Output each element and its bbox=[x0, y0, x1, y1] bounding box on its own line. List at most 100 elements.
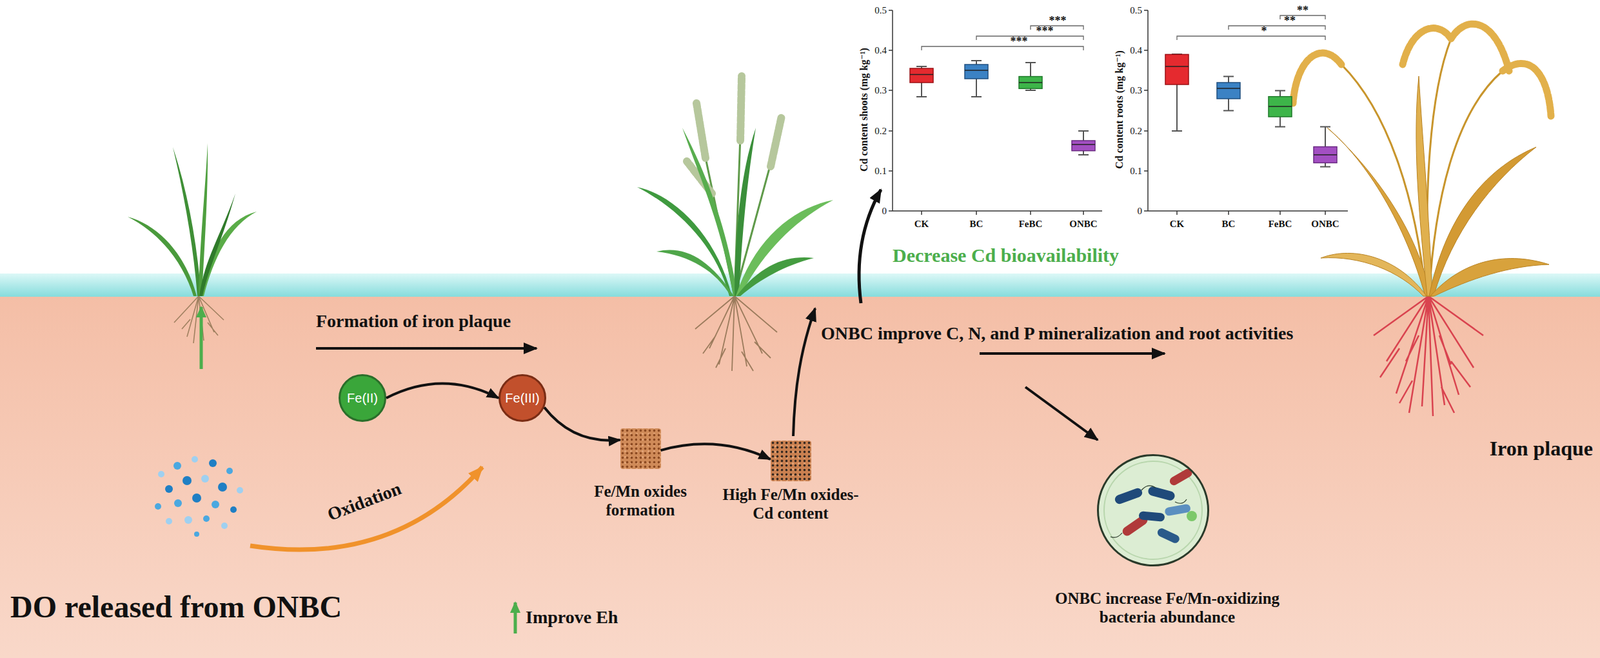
plant-leaf bbox=[735, 199, 834, 297]
oxygen-dot bbox=[192, 493, 202, 503]
node-text: Fe(II) bbox=[346, 390, 378, 406]
oxygen-dots bbox=[154, 455, 244, 537]
eh-arrow bbox=[199, 306, 204, 369]
oxide-particle bbox=[770, 440, 812, 482]
node-text: Fe(III) bbox=[504, 390, 540, 406]
whisker bbox=[1171, 54, 1331, 168]
text-label: * bbox=[1261, 25, 1268, 39]
oxygen-dot bbox=[221, 522, 228, 529]
text-label: Formation of iron plaque bbox=[316, 311, 511, 332]
process-arrow bbox=[1025, 386, 1098, 440]
text-label: *** bbox=[1010, 35, 1028, 49]
text-label: FeBC bbox=[1268, 218, 1293, 230]
node-text: High Fe/Mn oxides-Cd content bbox=[715, 485, 867, 524]
oxide-node: Fe/Mn oxides formation bbox=[556, 428, 725, 528]
oxide-particle bbox=[620, 428, 662, 469]
box bbox=[909, 68, 934, 83]
rice-leaf bbox=[1327, 127, 1431, 297]
oxygen-dot bbox=[211, 500, 220, 509]
text-label: ONBC improve C, N, and P mineralization … bbox=[820, 323, 1294, 344]
plant-leaf bbox=[656, 250, 734, 297]
bacterium bbox=[1147, 485, 1176, 502]
node-text: ONBC increase Fe/Mn-oxidizing bacteria a… bbox=[1038, 589, 1297, 627]
bacteria-circle bbox=[1096, 454, 1210, 567]
text-label: 0 bbox=[1137, 205, 1143, 217]
text-label: BC bbox=[969, 218, 984, 230]
iron-circle: Fe(III) bbox=[498, 374, 547, 422]
chart-axes bbox=[1144, 10, 1348, 215]
text-label: 0.4 bbox=[1129, 45, 1143, 57]
box bbox=[1216, 82, 1241, 99]
oxygen-dot bbox=[203, 515, 210, 522]
node-caption: ONBC increase Fe/Mn-oxidizing bacteria a… bbox=[1038, 589, 1297, 627]
text-label: *** bbox=[1036, 25, 1054, 39]
box bbox=[1071, 140, 1096, 151]
plant-leaf bbox=[736, 257, 814, 297]
oxygen-dot bbox=[173, 461, 182, 470]
oxygen-dot bbox=[184, 515, 193, 524]
bacterium bbox=[1138, 510, 1165, 522]
seedling-leaf bbox=[199, 193, 236, 297]
text-label: ** bbox=[1296, 4, 1309, 18]
connector-arrow bbox=[661, 443, 771, 460]
text-label: Improve Eh bbox=[525, 607, 618, 628]
bacteria-node: ONBC increase Fe/Mn-oxidizing bacteria a… bbox=[1031, 454, 1303, 635]
text-label: Cd content roots (mg kg⁻¹) bbox=[1113, 50, 1126, 169]
rice-roots bbox=[1373, 296, 1484, 416]
text-label: CK bbox=[914, 218, 930, 230]
text-label: CK bbox=[1169, 218, 1185, 230]
oxygen-dot bbox=[165, 484, 173, 493]
significance-bracket bbox=[921, 25, 1084, 51]
plaque-arrow bbox=[316, 346, 537, 350]
text-label: ONBC bbox=[1069, 218, 1097, 230]
median bbox=[1165, 66, 1337, 155]
oxygen-dot bbox=[208, 459, 217, 467]
text-label: 0.2 bbox=[874, 125, 887, 137]
oxygen-dot bbox=[165, 517, 173, 525]
seedling-roots bbox=[174, 296, 224, 344]
uptake-arrow bbox=[793, 308, 816, 436]
text-label: BC bbox=[1222, 218, 1236, 230]
text-label: 0.2 bbox=[1129, 125, 1143, 137]
oxygen-dot bbox=[174, 499, 182, 507]
eh-arrow bbox=[513, 602, 518, 634]
process-arrow bbox=[979, 352, 1165, 355]
oxygen-dot bbox=[217, 482, 228, 492]
chart-axes bbox=[888, 10, 1103, 215]
text-label: 0.5 bbox=[1129, 5, 1143, 17]
bacteria-well bbox=[1098, 455, 1208, 565]
text-label: DO released from ONBC bbox=[10, 590, 342, 625]
oxygen-dot bbox=[226, 467, 233, 475]
iron-circle: Fe(II) bbox=[338, 374, 387, 422]
oxidation-arrow bbox=[250, 466, 483, 550]
text-label: 0.3 bbox=[874, 85, 887, 97]
text-label: ONBC bbox=[1311, 218, 1339, 230]
rice-leaf bbox=[1416, 76, 1433, 297]
uptake-arrow bbox=[859, 189, 881, 304]
plant-roots bbox=[695, 296, 778, 371]
oxygen-dot bbox=[158, 470, 165, 478]
flagellum bbox=[1110, 485, 1187, 538]
text-label: 0.1 bbox=[874, 165, 887, 177]
median bbox=[909, 70, 1096, 145]
connector-arrow bbox=[386, 383, 499, 399]
rice-panicle bbox=[1293, 23, 1551, 117]
water-band bbox=[0, 273, 1600, 297]
text-label: 0.5 bbox=[874, 5, 887, 17]
node-text: Fe/Mn oxides formation bbox=[575, 482, 705, 520]
plant-leaf bbox=[637, 187, 732, 297]
node-caption: Fe/Mn oxides formation bbox=[575, 482, 705, 520]
text-label: FeBC bbox=[1018, 218, 1043, 230]
bacteria-ring bbox=[1104, 461, 1203, 560]
connector-arrow bbox=[544, 407, 621, 441]
rice-leaf bbox=[1430, 258, 1550, 297]
oxide-node: High Fe/Mn oxides-Cd content bbox=[706, 440, 875, 531]
oxygen-dot bbox=[182, 475, 192, 485]
text-label: ** bbox=[1283, 14, 1296, 28]
oxygen-dot bbox=[191, 455, 198, 463]
node-caption: High Fe/Mn oxides-Cd content bbox=[715, 485, 867, 524]
seedling-leaf bbox=[127, 216, 197, 297]
text-label: Iron plaque bbox=[1489, 437, 1593, 460]
